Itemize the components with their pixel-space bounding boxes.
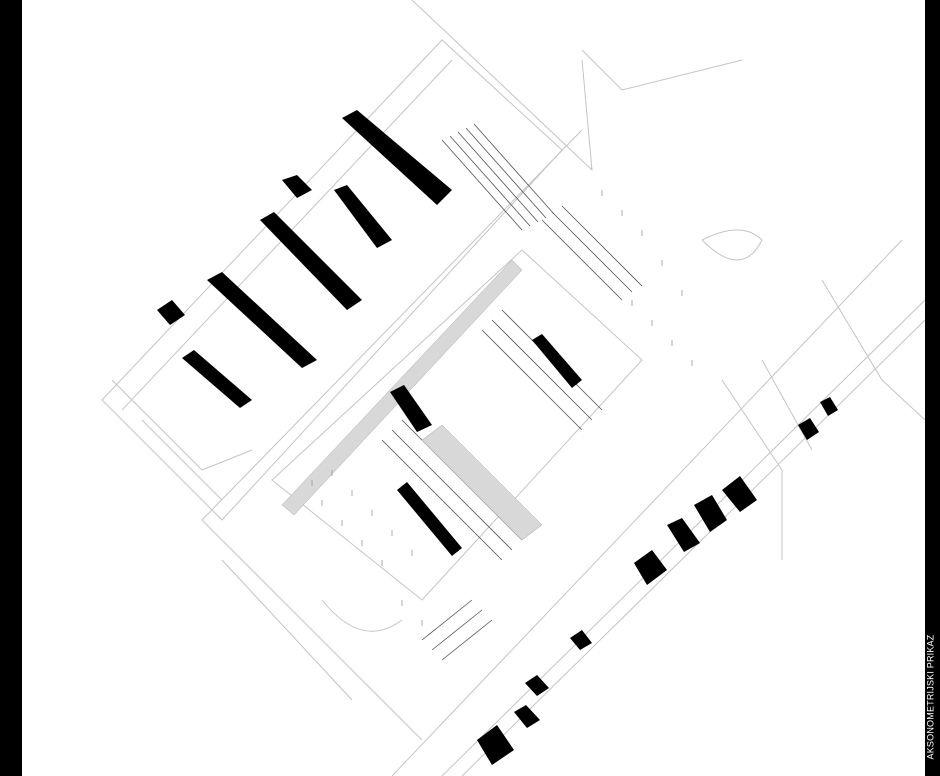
building xyxy=(570,630,592,650)
building xyxy=(397,482,462,556)
building xyxy=(667,518,700,552)
trees xyxy=(311,190,693,626)
building xyxy=(532,334,582,388)
building xyxy=(477,725,514,765)
building xyxy=(694,495,727,532)
right-frame-bar xyxy=(925,0,940,776)
building xyxy=(260,212,362,310)
left-frame-bar xyxy=(0,0,22,776)
building xyxy=(334,185,392,248)
building xyxy=(207,272,317,368)
building xyxy=(342,110,452,205)
building xyxy=(634,550,667,585)
building xyxy=(525,675,549,696)
site-lines xyxy=(101,0,925,776)
building xyxy=(798,418,819,440)
building xyxy=(182,350,252,408)
building xyxy=(514,705,540,728)
building xyxy=(390,385,432,432)
drawing-caption: AKSONOMETRIJSKI PRIKAZ xyxy=(925,634,936,760)
building xyxy=(722,476,757,512)
axonometric-drawing xyxy=(101,0,925,776)
building xyxy=(282,175,312,198)
building xyxy=(157,300,185,325)
building xyxy=(820,397,838,416)
building-blocks xyxy=(157,110,838,765)
